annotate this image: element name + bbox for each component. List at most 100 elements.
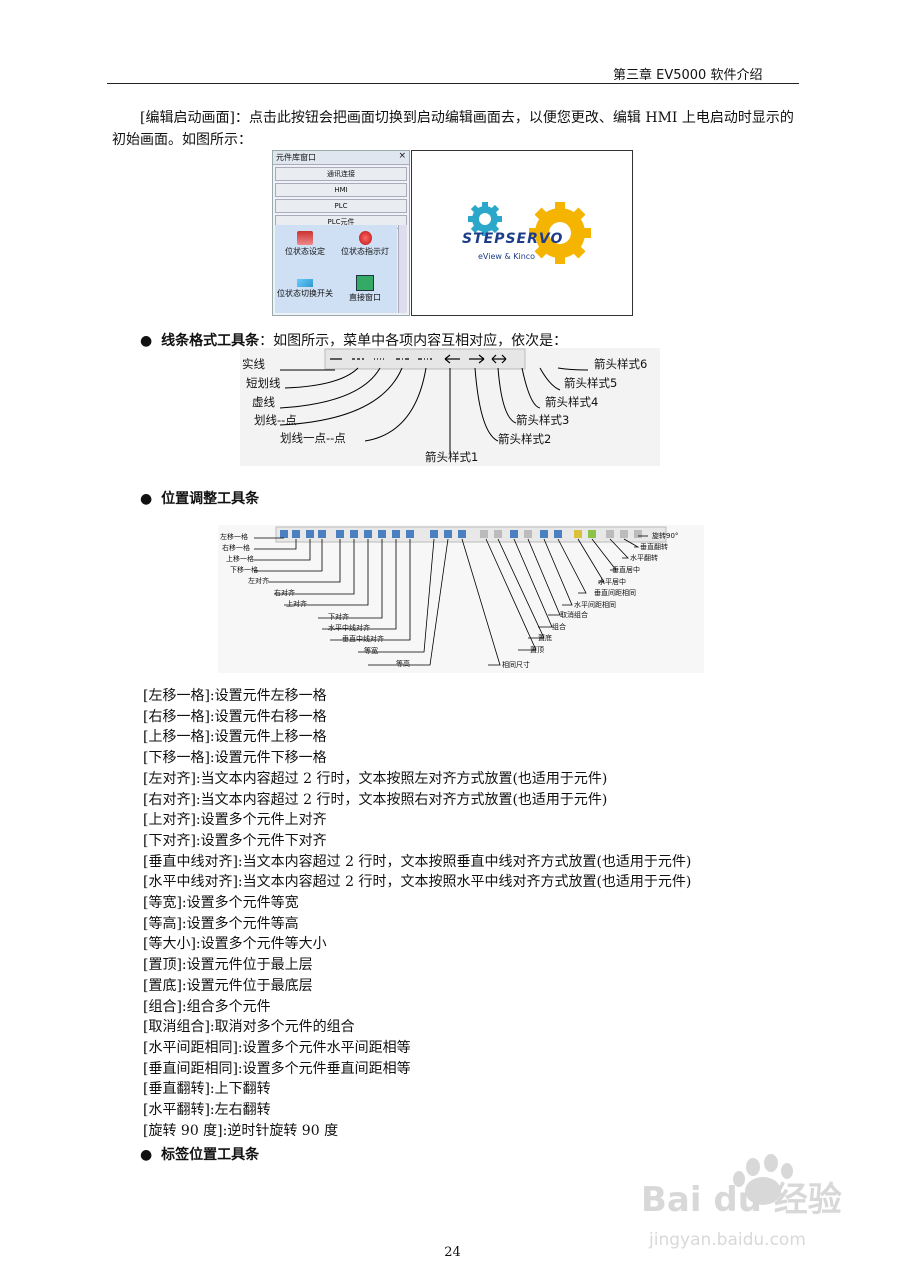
label-solid-line: 实线 xyxy=(242,357,265,371)
position-toolbar-callouts xyxy=(254,526,667,666)
bullet-title: 位置调整工具条 xyxy=(161,491,260,507)
bit-set-icon xyxy=(297,231,313,245)
description-item: [下移一格]:设置元件下移一格 xyxy=(143,750,327,767)
close-icon[interactable]: × xyxy=(398,151,406,161)
library-button-plc[interactable]: PLC xyxy=(275,199,407,213)
description-item: [上移一格]:设置元件上移一格 xyxy=(143,729,327,746)
label-move-right: 右移一格 xyxy=(222,544,250,552)
library-item-bit-set[interactable]: 位状态设定 xyxy=(277,231,333,256)
baidu-watermark: Bai du 经验 jingyan.baidu.com xyxy=(635,1145,865,1265)
library-item-label: 位状态指示灯 xyxy=(341,247,389,256)
label-align-bottom: 下对齐 xyxy=(328,613,349,621)
library-item-bit-lamp[interactable]: 位状态指示灯 xyxy=(337,231,393,256)
bullet-icon: ● xyxy=(140,491,162,507)
library-item-direct-window[interactable]: 直接窗口 xyxy=(337,275,393,302)
label-align-top: 上对齐 xyxy=(286,600,307,608)
startup-screen-preview: STEPSERVO eView & Kinco xyxy=(411,150,633,316)
label-same-width: 等宽 xyxy=(364,647,378,655)
description-item: [水平间距相同]:设置多个元件水平间距相等 xyxy=(143,1039,411,1056)
description-list: [左移一格]:设置元件左移一格 [右移一格]:设置元件右移一格 [上移一格]:设… xyxy=(143,686,691,1141)
description-item: [垂直间距相同]:设置多个元件垂直间距相等 xyxy=(143,1060,411,1077)
library-item-label: 位状态设定 xyxy=(285,247,325,256)
description-item: [垂直中线对齐]:当文本内容超过 2 行时，文本按照垂直中线对齐方式放置(也适用… xyxy=(143,853,692,870)
watermark-brand: Bai du 经验 xyxy=(641,1180,842,1220)
label-flip-vertical: 垂直翻转 xyxy=(640,543,668,551)
label-move-up: 上移一格 xyxy=(226,555,254,563)
description-item: [置顶]:设置元件位于最上层 xyxy=(143,957,313,974)
line-format-callouts xyxy=(279,348,589,453)
library-item-grid: 位状态设定 位状态指示灯 位状态切换开关 直接窗口 xyxy=(275,225,397,313)
description-item: [左移一格]:设置元件左移一格 xyxy=(143,688,327,704)
description-item: [水平中线对齐]:当文本内容超过 2 行时，文本按照水平中线对齐方式放置(也适用… xyxy=(143,874,692,891)
label-ungroup: 取消组合 xyxy=(560,611,588,619)
description-item: [左对齐]:当文本内容超过 2 行时，文本按照左对齐方式放置(也适用于元件) xyxy=(143,770,608,787)
label-align-right: 右对齐 xyxy=(274,589,295,597)
library-item-label: 位状态切换开关 xyxy=(277,289,333,298)
label-same-height: 等高 xyxy=(396,660,410,668)
label-same-v-spacing: 垂直间距相同 xyxy=(594,589,636,597)
label-center-vertical: 垂直居中 xyxy=(612,566,640,574)
description-item: [置底]:设置元件位于最底层 xyxy=(143,977,313,994)
large-gear-icon xyxy=(529,202,591,264)
library-item-bit-switch[interactable]: 位状态切换开关 xyxy=(277,275,333,298)
header-rule xyxy=(107,83,799,84)
bullet-icon: ● xyxy=(140,1147,162,1163)
label-send-bottom: 置底 xyxy=(538,634,552,642)
description-item: [右对齐]:当文本内容超过 2 行时，文本按照右对齐方式放置(也适用于元件) xyxy=(143,791,608,808)
description-item: [上对齐]:设置多个元件上对齐 xyxy=(143,812,327,829)
description-item: [组合]:组合多个元件 xyxy=(143,998,271,1015)
bullet-title: 线条格式工具条 xyxy=(161,333,260,349)
label-same-h-spacing: 水平间距相同 xyxy=(574,601,616,609)
page-number: 24 xyxy=(444,1245,461,1260)
description-item: [取消组合]:取消对多个元件的组合 xyxy=(143,1019,355,1036)
intro-paragraph: [编辑启动画面]：点击此按钮会把画面切换到启动编辑画面去，以便您更改、编辑 HM… xyxy=(112,110,794,148)
label-center-horizontal: 水平居中 xyxy=(598,578,626,586)
library-button-hmi[interactable]: HMI xyxy=(275,183,407,197)
sub-brand-text: eView & Kinco xyxy=(478,252,535,261)
library-item-label: 直接窗口 xyxy=(349,293,381,302)
lamp-icon xyxy=(358,231,372,245)
label-arrow-6: 箭头样式6 xyxy=(594,357,648,371)
label-arrow-4: 箭头样式4 xyxy=(545,395,599,409)
bullet-text: ：如图所示，菜单中各项内容互相对应，依次是： xyxy=(259,333,568,349)
library-scrollbar[interactable] xyxy=(398,225,407,313)
window-icon xyxy=(356,275,374,291)
component-library-window: 元件库窗口 × 通讯连接 HMI PLC PLC元件 位状态设定 位状态指示灯 … xyxy=(272,150,410,316)
label-short-dash: 短划线 xyxy=(246,376,281,390)
label-flip-horizontal: 水平翻转 xyxy=(630,554,658,562)
label-rotate-90: 旋转90° xyxy=(652,532,679,540)
bullet-line-format: ● 线条格式工具条：如图所示，菜单中各项内容互相对应，依次是： xyxy=(140,330,567,350)
label-arrow-2: 箭头样式2 xyxy=(498,432,552,446)
label-align-v-center: 垂直中线对齐 xyxy=(342,635,384,643)
label-arrow-3: 箭头样式3 xyxy=(516,413,570,427)
position-toolbar-figure: 左移一格 右移一格 上移一格 下移一格 左对齐 右对齐 上对齐 下对齐 水平中线… xyxy=(218,525,704,673)
brand-text: STEPSERVO xyxy=(462,231,563,247)
description-item: [等高]:设置多个元件等高 xyxy=(143,915,299,932)
description-item: [右移一格]:设置元件右移一格 xyxy=(143,708,327,725)
description-item: [下对齐]:设置多个元件下对齐 xyxy=(143,832,327,849)
label-dash-dot: 划线--点 xyxy=(254,413,297,427)
description-item: [水平翻转]:左右翻转 xyxy=(143,1102,271,1119)
label-move-left: 左移一格 xyxy=(220,533,248,541)
label-arrow-1: 箭头样式1 xyxy=(425,450,479,464)
description-item: [垂直翻转]:上下翻转 xyxy=(143,1081,271,1098)
label-align-left: 左对齐 xyxy=(248,577,269,585)
description-item: [等大小]:设置多个元件等大小 xyxy=(143,936,327,953)
description-item: [旋转 90 度]:逆时针旋转 90 度 xyxy=(143,1122,339,1139)
label-dotted: 虚线 xyxy=(252,395,275,409)
switch-icon xyxy=(297,279,313,287)
label-move-down: 下移一格 xyxy=(230,566,258,574)
label-same-size: 相同尺寸 xyxy=(502,661,530,669)
label-arrow-5: 箭头样式5 xyxy=(564,376,618,390)
watermark-url: jingyan.baidu.com xyxy=(648,1230,806,1250)
bullet-position-toolbar: ● 位置调整工具条 xyxy=(140,488,259,508)
label-align-h-center: 水平中线对齐 xyxy=(328,624,370,632)
label-dash-dot-dot: 划线一点--点 xyxy=(280,431,346,445)
bullet-label-toolbar: ● 标签位置工具条 xyxy=(140,1144,259,1164)
label-bring-top: 置顶 xyxy=(530,646,544,654)
running-header: 第三章 EV5000 软件介绍 xyxy=(613,68,763,83)
label-group: 组合 xyxy=(552,623,566,631)
library-button-comm[interactable]: 通讯连接 xyxy=(275,167,407,181)
bullet-icon: ● xyxy=(140,333,162,349)
paw-icon: Bai du 经验 jingyan.baidu.com xyxy=(641,1154,842,1250)
